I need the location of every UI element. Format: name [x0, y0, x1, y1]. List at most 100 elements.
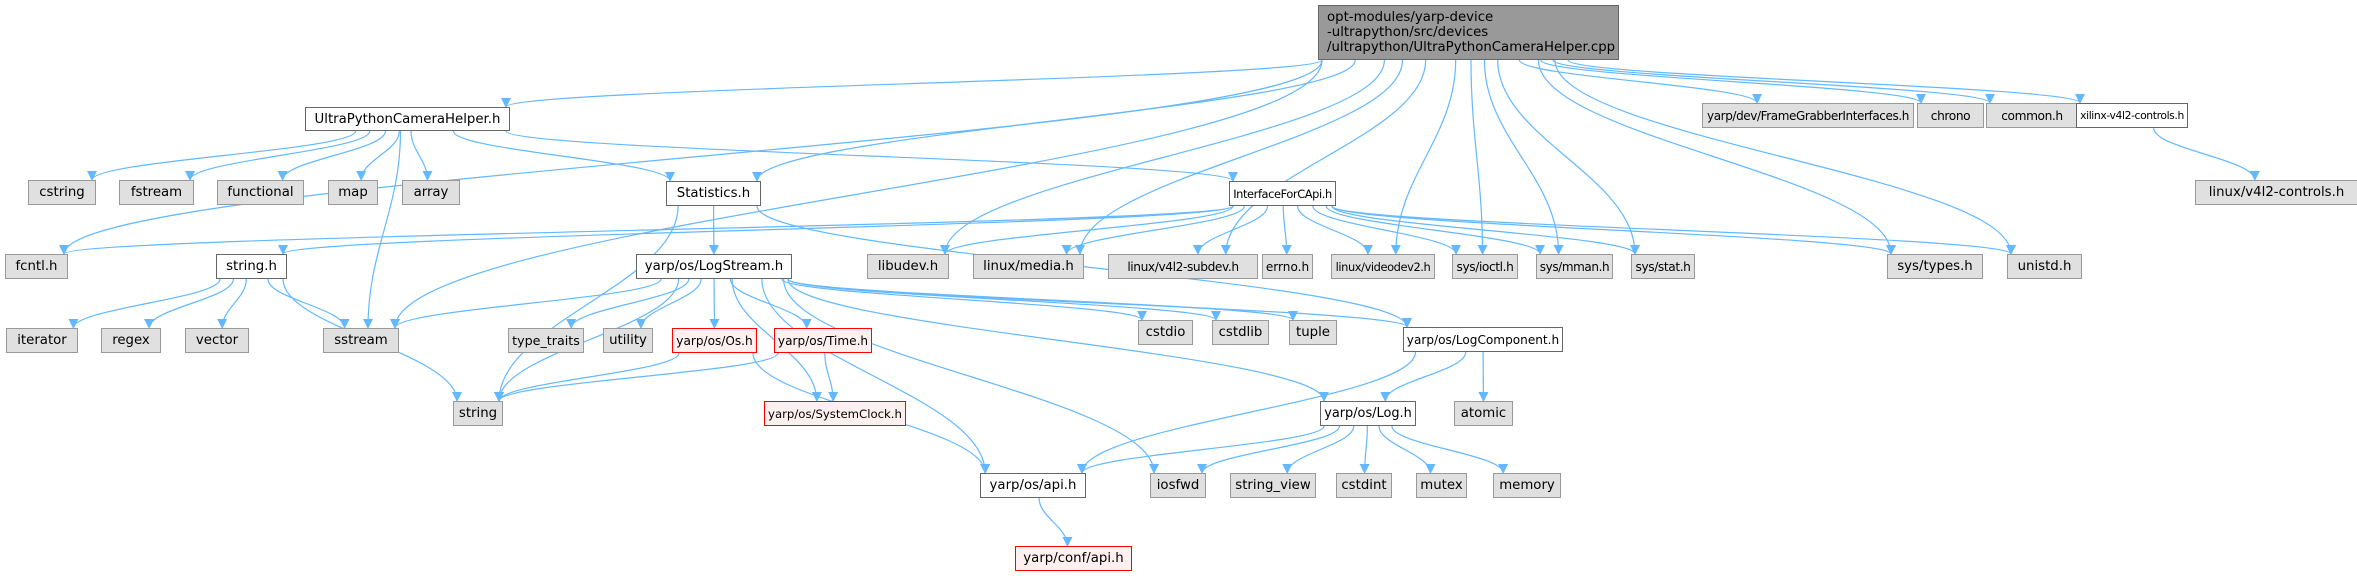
node-errno[interactable]: errno.h	[1262, 254, 1313, 279]
node-chrono[interactable]: chrono	[1917, 103, 1984, 128]
edge-stringh-to-sstream	[267, 278, 350, 329]
node-types[interactable]: sys/types.h	[1887, 254, 1983, 279]
node-string[interactable]: string	[453, 401, 503, 426]
node-type-traits[interactable]: type_traits	[508, 328, 584, 353]
node-videodev2[interactable]: linux/videodev2.h	[1331, 254, 1435, 279]
node-utility[interactable]: utility	[603, 328, 653, 353]
node-label: fstream	[130, 185, 183, 200]
node-label: chrono	[1930, 108, 1971, 123]
node-label: iosfwd	[1156, 478, 1200, 493]
edge-logstream-to-cstdio	[781, 278, 1147, 321]
node-label: mutex	[1420, 478, 1463, 493]
node-mman[interactable]: sys/mman.h	[1536, 254, 1613, 279]
node-ioctl[interactable]: sys/ioctl.h	[1452, 254, 1518, 279]
node-os[interactable]: yarp/os/Os.h	[672, 328, 757, 353]
node-fcntl[interactable]: fcntl.h	[5, 254, 68, 279]
node-map[interactable]: map	[328, 180, 378, 205]
node-label: fcntl.h	[15, 259, 58, 274]
node-media[interactable]: linux/media.h	[973, 254, 1084, 279]
node-confapi[interactable]: yarp/conf/api.h	[1015, 546, 1132, 571]
node-stringh[interactable]: string.h	[216, 254, 287, 279]
node-uph[interactable]: UltraPythonCameraHelper.h	[305, 107, 510, 131]
edge-ifc-to-mman	[1325, 205, 1545, 255]
edge-logstream-to-log	[787, 278, 1329, 402]
node-label: memory	[1499, 478, 1555, 493]
edge-uph-to-sstream	[362, 130, 402, 329]
node-label: yarp/os/LogStream.h	[644, 259, 784, 274]
node-label: sstream	[334, 333, 388, 348]
node-cstdlib[interactable]: cstdlib	[1212, 320, 1269, 345]
node-common[interactable]: common.h	[1986, 103, 2078, 128]
node-label: errno.h	[1265, 259, 1310, 274]
edge-logstream-to-osapi	[761, 278, 991, 474]
edge-logstream-to-utility	[635, 278, 702, 329]
edge-ifc-to-fcntl	[59, 205, 1234, 255]
edge-logstream-to-time	[729, 278, 812, 329]
node-osapi[interactable]: yarp/os/api.h	[980, 473, 1086, 498]
node-xilinx[interactable]: xilinx-v4l2-controls.h	[2076, 103, 2188, 128]
edge-log-to-memory	[1391, 425, 1509, 474]
node-time[interactable]: yarp/os/Time.h	[774, 328, 872, 353]
node-ifc[interactable]: InterfaceForCApi.h	[1229, 181, 1336, 206]
node-logcomp[interactable]: yarp/os/LogComponent.h	[1403, 327, 1563, 352]
node-label: string.h	[226, 259, 277, 274]
node-label: yarp/os/SystemClock.h	[768, 406, 902, 421]
edge-log-to-mutex	[1378, 425, 1436, 474]
node-memory[interactable]: memory	[1493, 473, 1561, 498]
node-logstream[interactable]: yarp/os/LogStream.h	[636, 254, 792, 279]
edge-logstream-to-iosfwd	[783, 278, 1159, 474]
node-sysclock[interactable]: yarp/os/SystemClock.h	[764, 401, 906, 426]
edge-root-to-videodev2	[1390, 59, 1457, 255]
node-atomic[interactable]: atomic	[1454, 401, 1513, 426]
node-subdev[interactable]: linux/v4l2-subdev.h	[1108, 254, 1258, 279]
node-cstdio[interactable]: cstdio	[1138, 320, 1193, 345]
node-log[interactable]: yarp/os/Log.h	[1320, 401, 1416, 426]
edge-ifc-to-stringh	[278, 205, 1234, 255]
node-stats[interactable]: Statistics.h	[666, 181, 761, 206]
node-stat[interactable]: sys/stat.h	[1631, 254, 1695, 279]
edge-logstream-to-string	[494, 278, 680, 402]
node-mutex[interactable]: mutex	[1416, 473, 1467, 498]
node-label: yarp/os/Log.h	[1324, 406, 1412, 421]
edge-logstream-to-type_traits	[566, 278, 690, 329]
node-string-view[interactable]: string_view	[1230, 473, 1316, 498]
node-label: cstring	[39, 185, 85, 200]
node-functional[interactable]: functional	[217, 180, 304, 205]
edge-logstream-to-logcomp	[787, 278, 1412, 328]
edge-root-to-libudev	[940, 59, 1386, 255]
node-label: sys/ioctl.h	[1456, 259, 1514, 274]
node-libudev[interactable]: libudev.h	[867, 254, 949, 279]
edge-log-to-string_view	[1282, 425, 1355, 474]
node-cstdint[interactable]: cstdint	[1336, 473, 1392, 498]
node-tuple[interactable]: tuple	[1289, 320, 1337, 345]
node-fstream[interactable]: fstream	[119, 180, 194, 205]
node-label: linux/videodev2.h	[1335, 259, 1431, 274]
node-iterator[interactable]: iterator	[6, 328, 78, 353]
edge-uph-to-stats	[452, 130, 675, 182]
node-fgi[interactable]: yarp/dev/FrameGrabberInterfaces.h	[1702, 103, 1914, 128]
node-label: linux/v4l2-subdev.h	[1127, 259, 1239, 274]
node-v4l2ctl[interactable]: linux/v4l2-controls.h	[2195, 180, 2357, 205]
edge-logstream-to-sstream	[390, 278, 662, 329]
edge-stats-to-string	[494, 205, 679, 402]
node-label: string_view	[1235, 478, 1311, 493]
node-label: utility	[609, 333, 647, 348]
node-regex[interactable]: regex	[101, 328, 161, 353]
edge-os-to-string	[494, 352, 680, 402]
edge-root-to-media	[1075, 59, 1404, 255]
edge-stringh-to-vector	[217, 278, 247, 329]
node-label: atomic	[1460, 406, 1507, 421]
root-file-node[interactable]: opt-modules/yarp-device -ultrapython/src…	[1318, 5, 1619, 60]
node-cstring[interactable]: cstring	[28, 180, 96, 205]
node-label: type_traits	[512, 333, 580, 348]
node-array[interactable]: array	[402, 180, 460, 205]
edge-time-to-string	[494, 352, 779, 402]
node-vector[interactable]: vector	[185, 328, 249, 353]
node-iosfwd[interactable]: iosfwd	[1150, 473, 1206, 498]
edge-logcomp-to-osapi	[1077, 351, 1417, 474]
node-unistd[interactable]: unistd.h	[2007, 254, 2082, 279]
node-label: common.h	[2001, 108, 2063, 123]
edge-ifc-to-videodev2	[1296, 205, 1373, 255]
node-label: tuple	[1296, 325, 1330, 340]
node-sstream[interactable]: sstream	[323, 328, 399, 353]
